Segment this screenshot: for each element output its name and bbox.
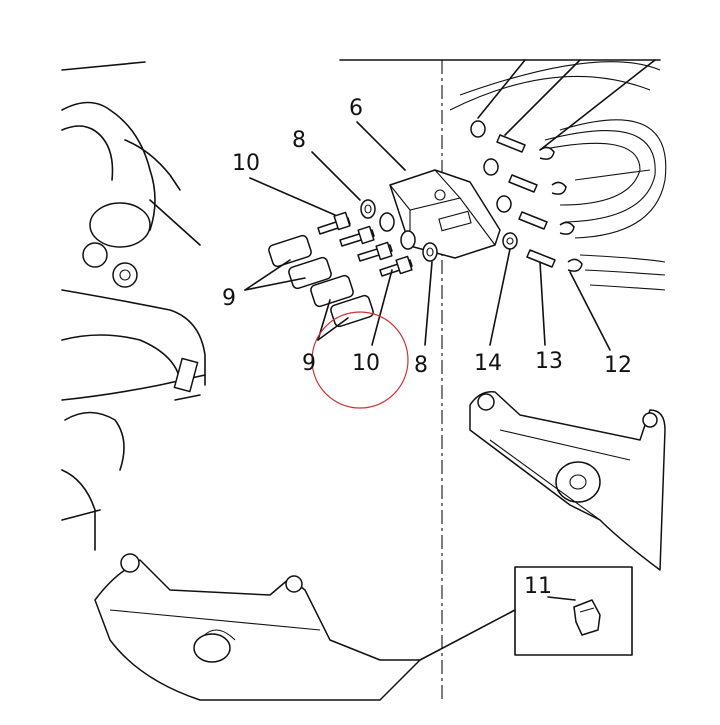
highlight-circle [311,311,409,409]
callout-labels: 6 8 10 9 9 10 8 14 13 12 11 [222,96,632,599]
callout-12: 12 [604,353,632,378]
callout-9-bottom: 9 [302,351,316,376]
callout-13: 13 [535,349,563,374]
leader-lines [244,59,656,601]
callout-9-left: 9 [222,286,236,311]
frame-lower-left [94,553,421,701]
bolts-10 [317,211,413,277]
washers-8 [360,199,438,262]
callout-14: 14 [474,351,502,376]
frame-lower-right [469,391,666,571]
frame-lines [61,59,661,700]
spacer-pins [268,234,374,328]
detail-inset-11 [419,566,633,661]
background-arcs [449,61,667,291]
right-fastener-stack [470,120,583,272]
callout-10-bottom: 10 [352,351,380,376]
callout-8-bottom: 8 [414,353,428,378]
engine-block-outline [61,101,206,551]
callout-8-top: 8 [292,128,306,153]
callout-10-top: 10 [232,151,260,176]
mounting-bracket [389,169,501,259]
callout-6: 6 [349,96,363,121]
callout-11: 11 [524,574,552,599]
